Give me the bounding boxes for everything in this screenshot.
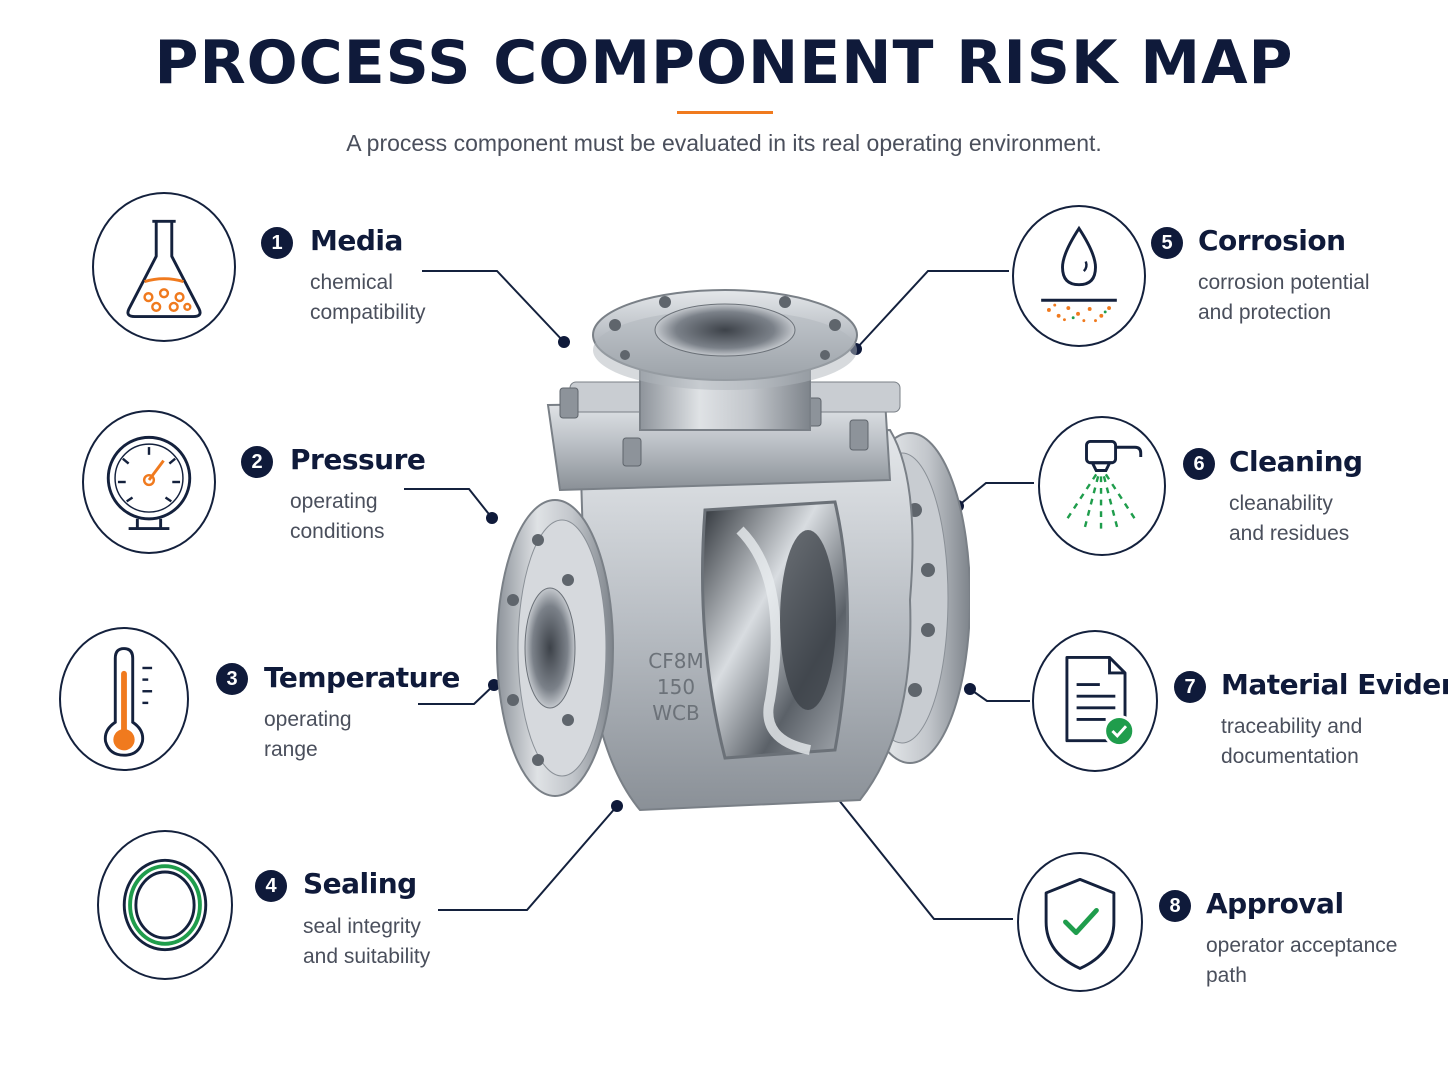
connector-corrosion (855, 270, 1009, 350)
desc-line: documentation (1221, 745, 1359, 768)
title-underline (677, 111, 773, 114)
pressure-title: Pressure (290, 443, 426, 476)
sealing-icon-circle (97, 830, 233, 980)
badge-5: 5 (1151, 227, 1183, 259)
page-title: PROCESS COMPONENT RISK MAP (154, 28, 1294, 98)
desc-line: operating (264, 708, 352, 731)
badge-3: 3 (216, 663, 248, 695)
desc-line: traceability and (1221, 715, 1363, 738)
badge-4: 4 (255, 870, 287, 902)
connector-temperature (418, 684, 495, 705)
seal-ring-icon (122, 858, 208, 952)
connector-dot-sealing (611, 800, 623, 812)
temperature-title: Temperature (264, 661, 460, 694)
connector-dot-pressure (486, 512, 498, 524)
connector-dot-temperature (488, 679, 500, 691)
badge-1: 1 (261, 227, 293, 259)
connector-pressure (404, 488, 493, 519)
media-icon-circle (92, 192, 236, 342)
badge-2: 2 (241, 446, 273, 478)
desc-line: cleanability (1229, 492, 1333, 515)
material-evidence-title: Material Evidence (1221, 668, 1448, 701)
corrosion-icon-circle (1012, 205, 1146, 347)
cleaning-title: Cleaning (1229, 445, 1363, 478)
document-check-icon (1065, 655, 1136, 747)
valve-cutaway-illustration: CF8M 150 WCB (496, 289, 970, 812)
desc-line: chemical (310, 271, 393, 294)
desc-line: path (1206, 964, 1247, 987)
corrosion-description: corrosion potential and protection (1198, 268, 1370, 328)
desc-line: compatibility (310, 301, 426, 324)
material-evidence-icon-circle (1032, 630, 1158, 772)
bonnet-bolts (559, 387, 869, 467)
marking-2: 150 (657, 675, 695, 699)
desc-line: and residues (1229, 522, 1350, 545)
badge-7: 7 (1174, 671, 1206, 703)
sealing-title: Sealing (303, 867, 417, 900)
sealing-description: seal integrity and suitability (303, 912, 430, 972)
valve-markings: CF8M 150 WCB (648, 649, 703, 725)
connector-material-evidence (969, 688, 1030, 702)
material-evidence-description: traceability and documentation (1221, 712, 1362, 772)
badge-6: 6 (1183, 448, 1215, 480)
spray-nozzle-icon (1066, 439, 1143, 533)
cleaning-icon-circle (1038, 416, 1166, 556)
media-title: Media (310, 224, 403, 257)
desc-line: conditions (290, 520, 385, 543)
pressure-icon-circle (82, 410, 216, 554)
marking-3: WCB (652, 701, 699, 725)
temperature-description: operating range (264, 705, 352, 765)
media-description: chemical compatibility (310, 268, 426, 328)
desc-line: corrosion potential (1198, 271, 1370, 294)
droplet-corrosion-icon (1041, 225, 1117, 323)
approval-title: Approval (1206, 887, 1344, 920)
pressure-gauge-icon (106, 435, 192, 531)
left-flange (496, 499, 614, 797)
desc-line: and protection (1198, 301, 1332, 324)
connector-dot-media (558, 336, 570, 348)
approval-icon-circle (1017, 852, 1143, 992)
desc-line: and suitability (303, 945, 431, 968)
connector-approval (829, 788, 1013, 920)
desc-line: seal integrity (303, 915, 421, 938)
desc-line: operator acceptance (1206, 934, 1398, 957)
flask-icon (126, 219, 202, 319)
connector-dot-material-evidence (964, 683, 976, 695)
page-subtitle: A process component must be evaluated in… (346, 130, 1102, 156)
corrosion-title: Corrosion (1198, 224, 1346, 257)
marking-1: CF8M (648, 649, 703, 673)
connector-cleaning (957, 482, 1034, 507)
connector-media (422, 270, 565, 343)
desc-line: operating (290, 490, 378, 513)
shield-check-icon (1044, 877, 1116, 970)
pressure-description: operating conditions (290, 487, 385, 547)
cleaning-description: cleanability and residues (1229, 489, 1349, 549)
approval-description: operator acceptance path (1206, 931, 1397, 991)
temperature-icon-circle (59, 627, 189, 771)
connector-sealing (438, 805, 618, 911)
badge-8: 8 (1159, 890, 1191, 922)
thermometer-icon (103, 647, 153, 757)
desc-line: range (264, 738, 318, 761)
